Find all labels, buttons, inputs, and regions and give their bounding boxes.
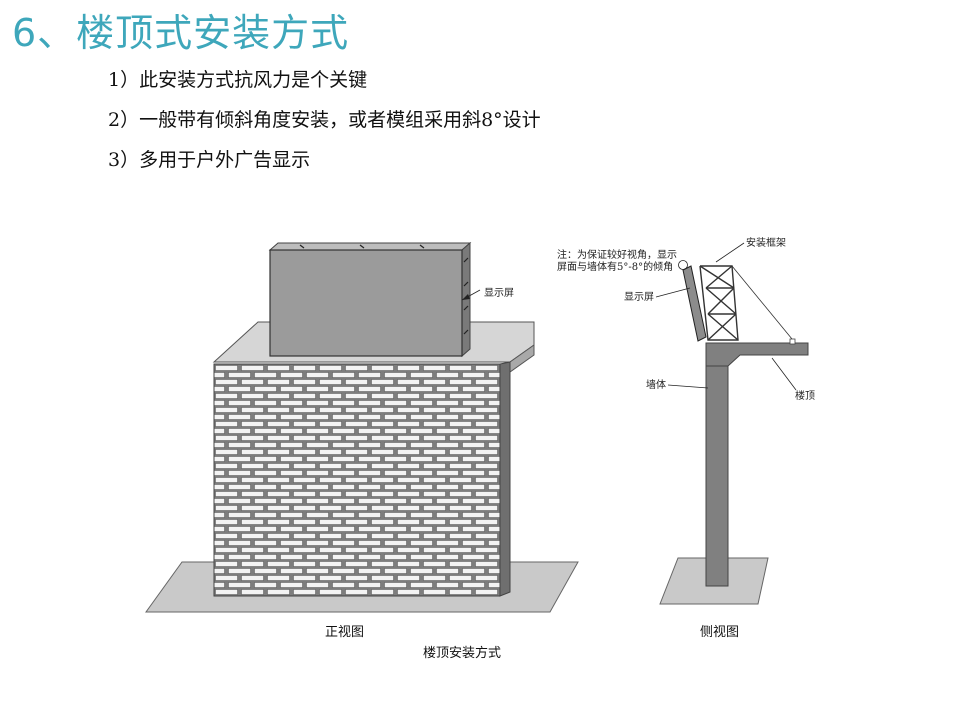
display-screen-front [269,249,463,357]
front-view-caption: 正视图 [325,625,364,640]
side-label-roof: 楼顶 [795,389,815,402]
bullet-1: 1）此安装方式抗风力是个关键 [108,69,368,91]
guy-wire [731,265,793,340]
side-note-line-1: 注：为保证较好视角，显示 [557,248,677,261]
screen-top-edge [268,242,472,251]
bullet-3: 3）多用于户外广告显示 [108,149,311,171]
figure-caption: 楼顶安装方式 [423,645,501,661]
roof-anchor [789,338,796,345]
tilt-marker-circle [678,260,688,270]
wall-side-face [499,361,511,597]
side-wall [705,351,729,587]
screen-leader-arrow-front [462,294,470,300]
wall-leader-line [667,384,709,389]
front-view: 显示屏 正视图 [145,241,579,640]
screen-bolt-marks [299,244,469,335]
slide-title: 6、楼顶式安装方式 [12,11,350,55]
bullet-2: 2）一般带有倾斜角度安装，或者模组采用斜8°设计 [108,109,541,131]
side-roof-slab [705,342,809,367]
side-view-caption: 侧视图 [700,625,739,640]
side-view: 注：为保证较好视角，显示 屏面与墙体有5°-8°的倾角 安装框架 显示屏 墙体 … [557,236,815,640]
side-label-frame: 安装框架 [746,236,786,249]
side-frame-truss [699,265,739,341]
side-label-screen: 显示屏 [624,291,654,303]
roof-leader-line [771,357,797,391]
side-note-line-2: 屏面与墙体有5°-8°的倾角 [557,260,673,273]
brick-wall [213,363,501,597]
side-label-wall: 墙体 [646,378,666,391]
front-label-screen: 显示屏 [484,287,514,299]
frame-leader-line [715,242,745,263]
bullet-list: 1）此安装方式抗风力是个关键 2）一般带有倾斜角度安装，或者模组采用斜8°设计 … [108,60,541,180]
side-screen-leader-line [655,287,691,298]
side-display-screen [682,265,707,342]
